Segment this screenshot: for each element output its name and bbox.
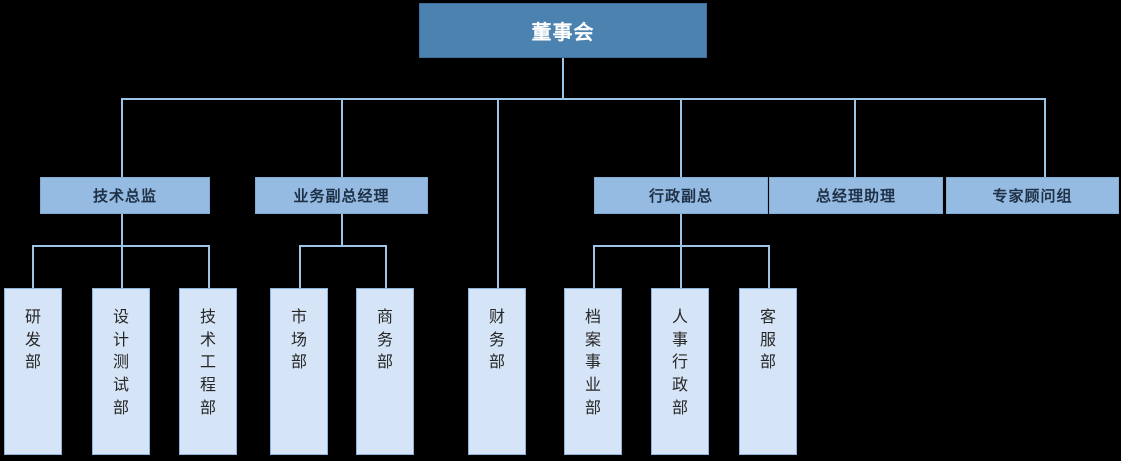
node-label: 市场部	[291, 309, 308, 372]
connector-drop-admin-vp	[680, 98, 682, 177]
connector-admin-vp-stem	[680, 214, 682, 246]
node-label: 技术工程部	[200, 309, 217, 417]
node-commerce-dept[interactable]: 商务部	[356, 288, 414, 455]
node-label: 商务部	[377, 309, 394, 372]
node-label: 董事会	[531, 22, 595, 44]
node-label: 专家顾问组	[992, 188, 1073, 205]
connector-business-vp-bus	[299, 245, 387, 247]
connector-drop-rd-dept	[32, 245, 34, 288]
node-admin-vp[interactable]: 行政副总	[594, 177, 768, 214]
connector-drop-hr-admin-dept	[680, 245, 682, 288]
node-label: 研发部	[25, 309, 42, 372]
node-archive-dept[interactable]: 档案事业部	[564, 288, 622, 455]
node-board-of-directors[interactable]: 董事会	[419, 3, 707, 58]
connector-tech-director-stem	[121, 214, 123, 246]
connector-business-vp-stem	[341, 214, 343, 246]
node-label: 人事行政部	[672, 309, 689, 417]
connector-drop-commerce-dept	[385, 245, 387, 288]
connector-drop-expert-group	[1044, 98, 1046, 177]
node-rd-dept[interactable]: 研发部	[4, 288, 62, 455]
connector-drop-finance-dept	[497, 98, 499, 288]
node-label: 设计测试部	[113, 309, 130, 417]
node-gm-assistant[interactable]: 总经理助理	[769, 177, 943, 214]
node-business-vp[interactable]: 业务副总经理	[255, 177, 428, 214]
node-tech-director[interactable]: 技术总监	[40, 177, 210, 214]
node-hr-admin-dept[interactable]: 人事行政部	[651, 288, 709, 455]
node-label: 业务副总经理	[293, 188, 390, 205]
node-finance-dept[interactable]: 财务部	[468, 288, 526, 455]
connector-drop-marketing-dept	[299, 245, 301, 288]
node-customer-service-dept[interactable]: 客服部	[739, 288, 797, 455]
connector-drop-tech-director	[121, 98, 123, 177]
connector-drop-customer-service-dept	[768, 245, 770, 288]
connector-drop-gm-assistant	[854, 98, 856, 177]
node-label: 财务部	[489, 309, 506, 372]
connector-drop-archive-dept	[593, 245, 595, 288]
connector-level1-bus	[121, 98, 1045, 100]
node-marketing-dept[interactable]: 市场部	[270, 288, 328, 455]
node-expert-advisory-group[interactable]: 专家顾问组	[946, 177, 1119, 214]
node-label: 档案事业部	[585, 309, 602, 417]
node-label: 总经理助理	[815, 188, 896, 205]
connector-drop-business-vp	[341, 98, 343, 177]
node-label: 客服部	[760, 309, 777, 372]
node-label: 行政副总	[648, 188, 713, 205]
node-label: 技术总监	[92, 188, 157, 205]
connector-drop-design-test-dept	[121, 245, 123, 288]
node-tech-engineering-dept[interactable]: 技术工程部	[179, 288, 237, 455]
connector-board-trunk	[562, 58, 564, 100]
node-design-test-dept[interactable]: 设计测试部	[92, 288, 150, 455]
connector-drop-tech-engineering-dept	[208, 245, 210, 288]
